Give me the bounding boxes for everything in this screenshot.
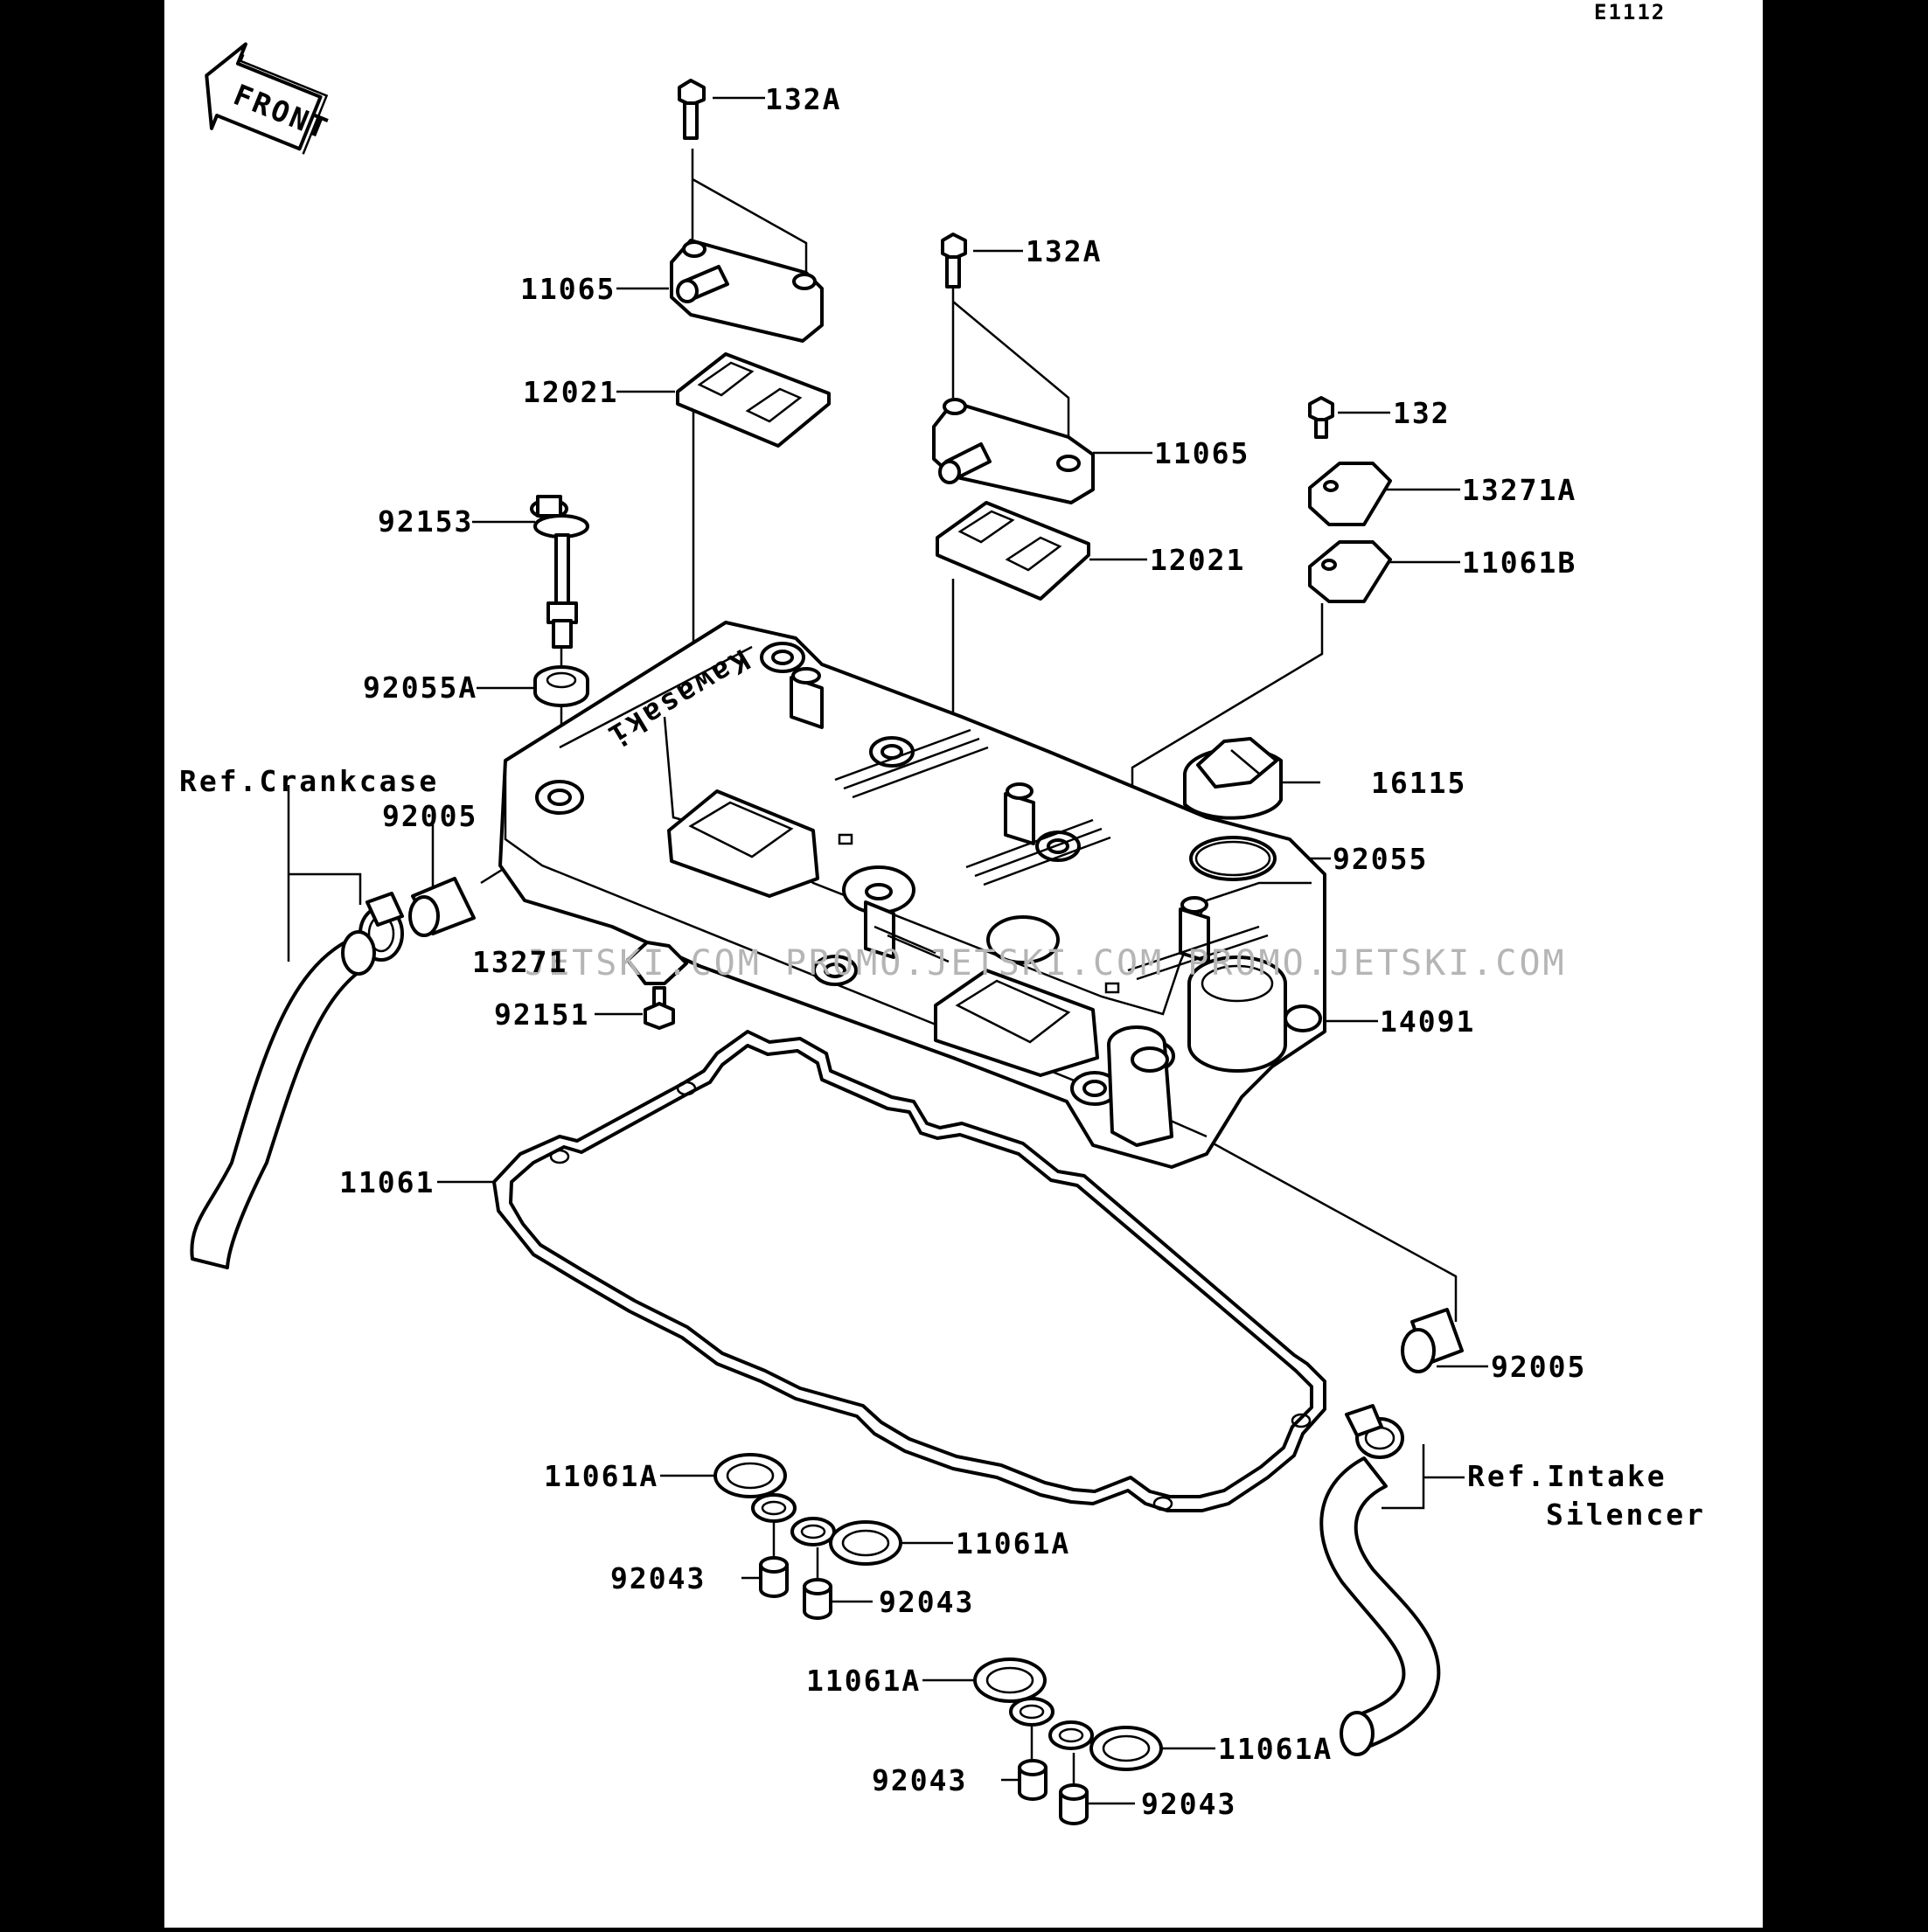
label-cap-gasket: 11061B [1462, 546, 1577, 580]
ref-crankcase: Ref.Crankcase [179, 764, 439, 798]
plate-gasket-icon [676, 352, 831, 448]
plate-gasket-icon [936, 501, 1090, 601]
diagram-code: E1112 [1594, 0, 1666, 24]
seal-ring-icon [713, 1453, 787, 1498]
label-cap-plate: 13271A [1462, 473, 1577, 507]
bolt-icon [941, 233, 967, 288]
label-o-ring: 92055 [1333, 842, 1428, 876]
small-plate-icon [626, 941, 688, 985]
right-black-band [1763, 0, 1928, 1928]
label-seal-1: 11061A [544, 1459, 658, 1493]
collar-icon [759, 1556, 789, 1598]
label-seal-2: 11061A [956, 1526, 1070, 1560]
cover-gasket-icon [492, 1030, 1326, 1512]
seal-ring-icon [790, 1517, 836, 1546]
label-breather-cover-1: 11065 [520, 272, 616, 306]
label-bolt-a-2: 132A [1026, 234, 1102, 268]
exploded-view: E1112 FRONT [179, 0, 1706, 1825]
bolt-icon [678, 79, 706, 140]
seal-ring-icon [1009, 1697, 1054, 1727]
label-cover-gasket: 11061 [339, 1165, 435, 1199]
seal-ring-icon [973, 1657, 1047, 1703]
grommet-icon [533, 665, 589, 707]
breather-cover-icon [670, 239, 824, 343]
seal-ring-icon [829, 1520, 902, 1566]
label-small-plate: 13271 [472, 945, 567, 979]
collar-icon [803, 1578, 832, 1620]
diagram-sheet: E1112 FRONT [164, 0, 1763, 1928]
label-seal-3: 11061A [806, 1664, 921, 1698]
cylinder-head-cover-icon: Kawasaki [498, 621, 1326, 1169]
seal-ring-icon [1048, 1720, 1094, 1750]
label-plate-gasket-1: 12021 [523, 375, 618, 409]
label-bolt-a-1: 132A [765, 82, 841, 116]
label-bolt: 132 [1393, 396, 1451, 430]
label-long-bolt: 92153 [378, 504, 473, 539]
cap-gasket-icon [1308, 540, 1392, 603]
crankcase-hose-icon [190, 938, 369, 1269]
label-plate-gasket-2: 12021 [1150, 543, 1245, 577]
label-oil-cap: 16115 [1371, 766, 1466, 800]
callout-labels: 132A 11065 12021 132A 11065 12021 132 13… [339, 82, 1586, 1821]
small-bolt-icon [644, 986, 675, 1030]
ref-intake-line2: Silencer [1546, 1498, 1706, 1532]
cap-plate-icon [1308, 462, 1392, 526]
label-collar-2: 92043 [879, 1585, 974, 1619]
label-small-bolt: 92151 [494, 997, 589, 1032]
collar-icon [1059, 1783, 1089, 1825]
front-arrow-icon: FRONT [205, 42, 334, 155]
reference-notes: Ref.Crankcase Ref.Intake Silencer [179, 764, 1706, 1532]
hose-joint-icon [408, 877, 476, 937]
long-bolt-icon [530, 495, 589, 649]
label-collar-3: 92043 [872, 1763, 967, 1797]
oil-cap-icon [1183, 737, 1283, 820]
label-seal-4: 11061A [1218, 1732, 1333, 1766]
collar-icon [1018, 1759, 1048, 1801]
label-collar-1: 92043 [610, 1561, 706, 1595]
breather-cover-icon [932, 398, 1095, 504]
watermark-text: JETSKI.COM PROMO.JETSKI.COM PROMO.JETSKI… [525, 943, 1567, 983]
o-ring-icon [1189, 836, 1277, 881]
label-breather-cover-2: 11065 [1154, 436, 1249, 470]
label-hose-crank: 92005 [382, 799, 477, 833]
seal-ring-icon [1089, 1726, 1163, 1771]
intake-hose-icon [1319, 1456, 1441, 1750]
left-black-band [0, 0, 164, 1928]
ref-intake-line1: Ref.Intake [1467, 1459, 1667, 1493]
label-grommet: 92055A [363, 671, 477, 705]
label-hose-intake: 92005 [1491, 1350, 1586, 1384]
bolt-icon [1308, 396, 1334, 439]
label-cylinder-head-cover: 14091 [1380, 1004, 1475, 1039]
seal-ring-icon [751, 1493, 797, 1523]
label-collar-4: 92043 [1141, 1787, 1236, 1821]
hose-joint-icon [1401, 1308, 1464, 1373]
hose-clamp-icon [1345, 1404, 1404, 1459]
